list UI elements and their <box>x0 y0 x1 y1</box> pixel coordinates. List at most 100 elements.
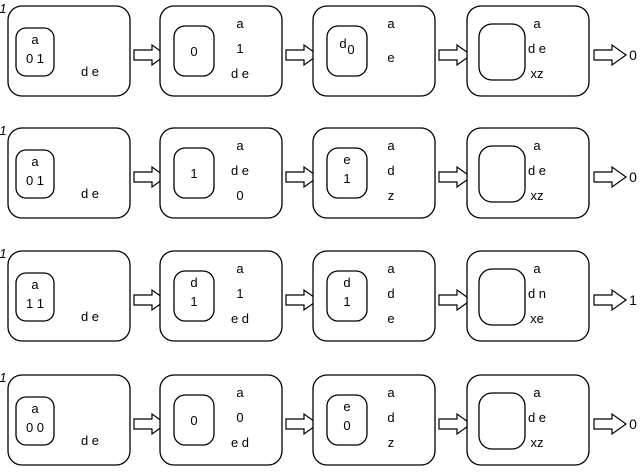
outer-label: a <box>236 138 244 153</box>
stage-box-group: e 1 adz <box>312 127 436 219</box>
inner-label: 1 <box>343 294 350 309</box>
outer-label: a <box>533 261 541 276</box>
stage-box-group: a d e xz <box>466 127 590 219</box>
stage-box-group: 1 a d e 0 <box>159 127 283 219</box>
inner-box <box>173 147 215 199</box>
inner-label: a <box>31 32 39 47</box>
inner-label: d <box>343 275 350 290</box>
inner-box <box>15 396 55 446</box>
outer-index-label: 1 <box>0 123 7 138</box>
outer-label: d e <box>81 64 99 79</box>
outer-label: 0 <box>236 410 243 425</box>
inner-box <box>478 145 526 203</box>
outer-label: a <box>236 261 244 276</box>
stage-box-group: a 0 1 d e <box>7 5 131 97</box>
inner-box <box>478 23 526 81</box>
outer-label: a <box>533 138 541 153</box>
inner-box <box>326 25 368 77</box>
inner-label: a <box>31 154 39 169</box>
result-label: 0 <box>629 47 637 63</box>
inner-box <box>15 272 55 322</box>
transition-arrow <box>133 288 168 312</box>
outer-label: 0 <box>236 188 243 203</box>
inner-label: 0 <box>343 418 350 433</box>
inner-label: a <box>31 401 39 416</box>
outer-label: e d <box>231 435 249 450</box>
outer-label: a <box>533 385 541 400</box>
transition-arrow <box>438 43 473 67</box>
inner-box <box>15 149 55 199</box>
outer-label: d n <box>528 286 546 301</box>
inner-label: 0 <box>190 413 197 428</box>
stage-box-group: a 0 0 d e <box>7 374 131 466</box>
transition-arrow <box>285 165 320 189</box>
result-label: 1 <box>629 292 637 308</box>
inner-box <box>326 270 368 322</box>
stage-box-group: a d n xe <box>466 250 590 342</box>
outer-label: 1 <box>236 286 243 301</box>
transition-arrow <box>438 165 473 189</box>
inner-box <box>478 268 526 326</box>
transition-arrow <box>285 43 320 67</box>
outer-label: d e <box>528 163 546 178</box>
inner-label: e <box>343 399 350 414</box>
transition-arrow <box>438 288 473 312</box>
inner-label: 1 <box>190 294 197 309</box>
outer-label: a <box>387 261 395 276</box>
outer-label: a <box>236 16 244 31</box>
inner-box <box>326 147 368 199</box>
transition-arrow <box>593 288 628 312</box>
outer-index-label: 1 <box>0 246 7 261</box>
result-label: 0 <box>629 169 637 185</box>
transition-arrow <box>133 43 168 67</box>
inner-label: 0 0 <box>26 420 44 435</box>
outer-label: d e <box>528 410 546 425</box>
outer-label: d <box>387 163 394 178</box>
stage-box-group: a 0 1 d e <box>7 127 131 219</box>
outer-label: a <box>387 138 395 153</box>
outer-label: d <box>387 286 394 301</box>
outer-label: xz <box>531 188 544 203</box>
inner-box <box>478 392 526 450</box>
result-label: 0 <box>629 416 637 432</box>
inner-label: d <box>190 275 197 290</box>
outer-label: d e <box>81 186 99 201</box>
inner-box <box>173 270 215 322</box>
outer-label: xz <box>531 66 544 81</box>
inner-label: 0 1 <box>26 51 44 66</box>
transition-arrow <box>285 288 320 312</box>
outer-label: z <box>388 435 395 450</box>
outer-label: a <box>236 385 244 400</box>
inner-label: 1 <box>190 166 197 181</box>
inner-label: 1 <box>343 171 350 186</box>
stage-box-group: a 1 1 d e <box>7 250 131 342</box>
outer-label: d e <box>81 433 99 448</box>
outer-label: 1 <box>236 41 243 56</box>
outer-label: d e <box>231 163 249 178</box>
inner-label: 0 <box>347 42 354 57</box>
transition-arrow <box>593 43 628 67</box>
inner-label: a <box>31 277 39 292</box>
inner-label: 1 1 <box>26 296 44 311</box>
inner-box <box>173 25 215 77</box>
transition-arrow <box>593 165 628 189</box>
outer-label: d e <box>81 309 99 324</box>
transition-arrow <box>438 412 473 436</box>
outer-label: a <box>387 385 395 400</box>
inner-label: 0 1 <box>26 173 44 188</box>
inner-label: e <box>343 152 350 167</box>
outer-label: z <box>388 188 395 203</box>
outer-label: e <box>387 50 394 65</box>
stage-box-group: ad exz <box>466 5 590 97</box>
outer-label: xe <box>530 311 544 326</box>
inner-box <box>326 394 368 446</box>
